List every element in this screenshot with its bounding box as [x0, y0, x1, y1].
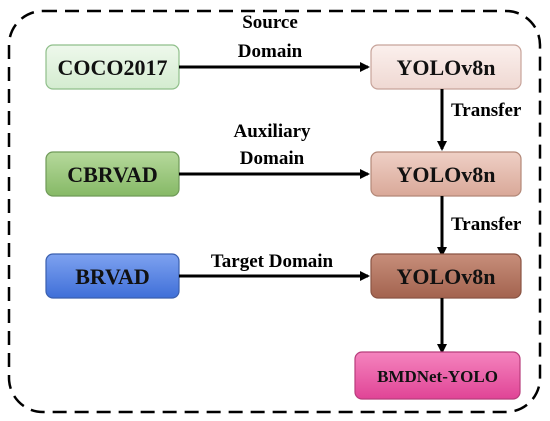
transfer-label-1: Transfer [451, 100, 522, 121]
source-domain-label-line2: Domain [238, 41, 303, 62]
target-domain-label: Target Domain [211, 251, 334, 272]
node-bmdnet-yolo: BMDNet-YOLO [354, 351, 521, 400]
node-yolov8n-target-label: YOLOv8n [396, 264, 495, 289]
node-coco2017-label: COCO2017 [58, 55, 168, 80]
node-coco2017: COCO2017 [45, 44, 180, 90]
auxiliary-domain-label-line1: Auxiliary [233, 121, 311, 142]
node-brvad: BRVAD [45, 253, 180, 299]
node-bmdnet-yolo-label: BMDNet-YOLO [377, 367, 498, 386]
node-brvad-label: BRVAD [75, 264, 150, 289]
dashed-border [7, 9, 542, 414]
node-yolov8n-target: YOLOv8n [370, 253, 522, 299]
node-yolov8n-source: YOLOv8n [370, 44, 522, 90]
node-yolov8n-auxiliary-label: YOLOv8n [396, 162, 495, 187]
source-domain-label-line1: Source [242, 12, 298, 33]
node-yolov8n-source-label: YOLOv8n [396, 55, 495, 80]
auxiliary-domain-label-line2: Domain [240, 148, 305, 169]
node-yolov8n-auxiliary: YOLOv8n [370, 151, 522, 197]
node-cbrvad-label: CBRVAD [67, 162, 158, 187]
transfer-label-2: Transfer [451, 214, 522, 235]
node-cbrvad: CBRVAD [45, 151, 180, 197]
